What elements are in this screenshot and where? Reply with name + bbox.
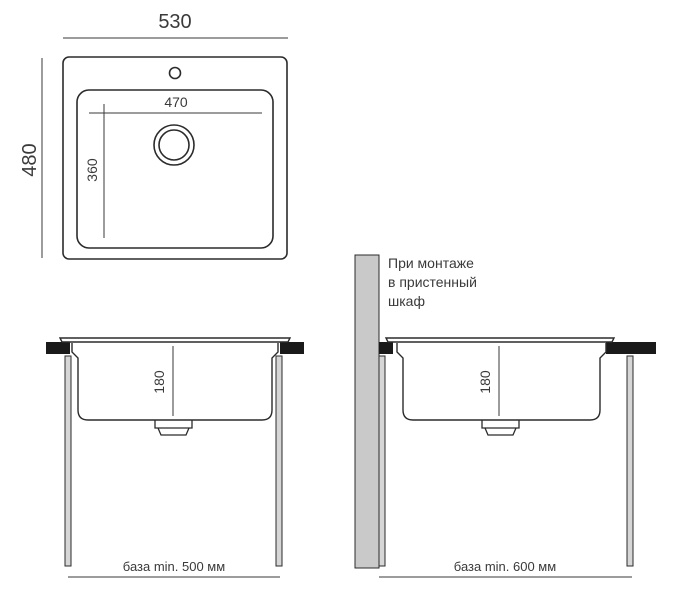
height-dim-label: 480 — [19, 143, 41, 176]
countertop-right-a — [379, 342, 393, 354]
wall-note-line-1: При монтаже — [388, 255, 474, 271]
sink-rim-right — [384, 337, 616, 343]
bowl-profile-right — [396, 343, 607, 421]
faucet-hole — [168, 66, 182, 80]
cabinet-wall-right-a — [378, 355, 386, 567]
wall — [354, 254, 380, 569]
bowl-profile-left — [71, 343, 279, 421]
top-view: 530 480 470 360 — [19, 11, 288, 260]
sink-outer-outline — [62, 56, 288, 260]
countertop-left-b — [280, 342, 304, 354]
countertop-left-a — [46, 342, 70, 354]
cabinet-wall-left-a — [64, 355, 72, 567]
bowl-outline — [76, 89, 274, 249]
wall-note-line-2: в пристенный — [388, 274, 477, 290]
base-dim-label-right: база min. 600 мм — [454, 559, 556, 574]
depth-dim-label-right: 180 — [477, 370, 493, 394]
side-view-right: При монтаже в пристенный шкаф 180 база m… — [354, 254, 656, 578]
bowl-width-dim-label: 470 — [164, 94, 188, 110]
bowl-height-dim-label: 360 — [84, 158, 100, 182]
cabinet-wall-right-b — [626, 355, 634, 567]
sink-rim-left — [58, 337, 292, 343]
depth-dim-label-left: 180 — [151, 370, 167, 394]
base-dim-label-left: база min. 500 мм — [123, 559, 225, 574]
cabinet-wall-left-b — [275, 355, 283, 567]
countertop-right-b — [606, 342, 656, 354]
drain-inner — [158, 129, 190, 161]
drain-right — [481, 420, 520, 436]
drain-left — [154, 420, 193, 436]
side-view-left: 180 база min. 500 мм — [46, 337, 304, 578]
wall-note-line-3: шкаф — [388, 293, 425, 309]
width-dim-label: 530 — [158, 11, 191, 33]
drain-outer — [153, 124, 195, 166]
